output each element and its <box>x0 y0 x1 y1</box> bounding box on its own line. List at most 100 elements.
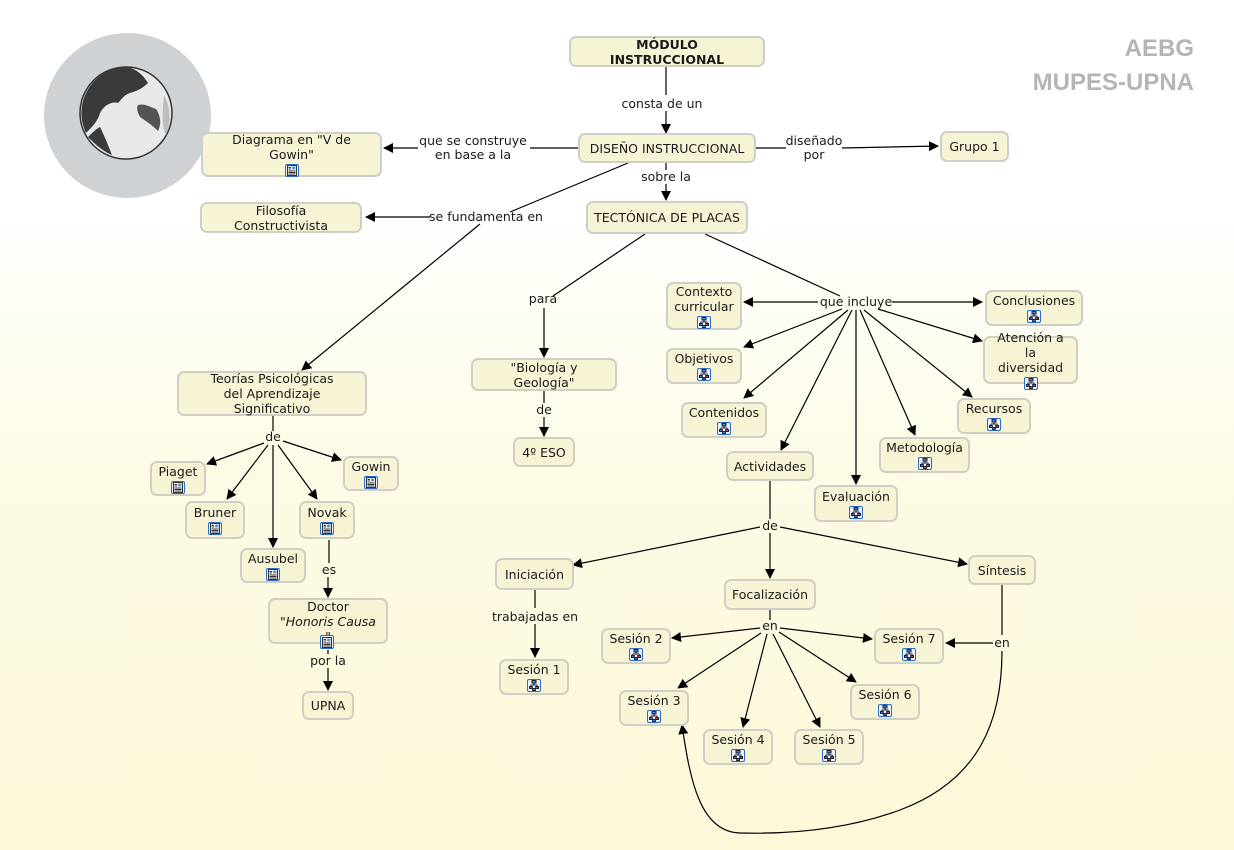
node-label: Contenidos <box>688 405 760 420</box>
node-label: DISEÑO INSTRUCCIONAL <box>589 140 745 156</box>
concept-map-icon[interactable] <box>697 315 711 329</box>
concept-map-icon[interactable] <box>902 648 916 661</box>
node-contexto-curricular[interactable]: Contexto curricular <box>666 282 742 330</box>
node-label-line2: la diversidad <box>997 345 1064 375</box>
node-diagrama-v-gowin[interactable]: Diagrama en "V de Gowin" <box>201 132 382 177</box>
node-novak[interactable]: Novak <box>299 501 355 539</box>
node-tectonica-de-placas[interactable]: TECTÓNICA DE PLACAS <box>586 201 748 234</box>
node-piaget[interactable]: Piaget <box>150 461 206 496</box>
node-label: Sesión 4 <box>711 732 765 747</box>
concept-map-icon[interactable] <box>1027 310 1041 323</box>
link-label-en-focalizacion: en <box>762 618 778 633</box>
node-filosofia-constructivista[interactable]: Filosofía Constructivista <box>200 202 362 233</box>
node-modulo-instruccional[interactable]: MÓDULO INSTRUCCIONAL <box>569 36 765 67</box>
node-label: Focalización <box>732 587 809 602</box>
link-label-consta-de-un: consta de un <box>621 96 703 111</box>
globe-icon <box>79 66 173 160</box>
link-label-por-la: por la <box>310 653 346 668</box>
node-sesion-1[interactable]: Sesión 1 <box>499 659 569 695</box>
node-focalizacion[interactable]: Focalización <box>724 579 816 610</box>
node-diseno-instruccional[interactable]: DISEÑO INSTRUCCIONAL <box>578 133 756 163</box>
node-gowin[interactable]: Gowin <box>343 456 399 491</box>
node-label: Novak <box>307 505 347 520</box>
node-sesion-6[interactable]: Sesión 6 <box>850 684 920 720</box>
link-fundamenta-teorias <box>301 223 481 371</box>
link-en-sesion7 <box>779 627 873 643</box>
link-label-de-teorias: de <box>265 429 281 444</box>
node-4-eso[interactable]: 4º ESO <box>513 437 575 467</box>
node-recursos[interactable]: Recursos <box>957 398 1031 434</box>
node-sesion-5[interactable]: Sesión 5 <box>794 729 864 765</box>
link-incluye-actividades <box>780 309 853 451</box>
node-iniciacion[interactable]: Iniciación <box>495 558 574 590</box>
link-de-sintesis <box>779 526 968 568</box>
link-label-para: para <box>528 291 558 306</box>
node-label: 4º ESO <box>522 444 566 460</box>
concept-map-icon[interactable] <box>647 710 661 723</box>
node-label: Bruner <box>193 505 237 520</box>
concept-map-icon[interactable] <box>822 749 836 762</box>
node-conclusiones[interactable]: Conclusiones <box>985 290 1083 326</box>
concept-map-icon[interactable] <box>629 648 643 661</box>
node-bruner[interactable]: Bruner <box>185 501 245 539</box>
link-en-sesion6 <box>778 631 857 683</box>
concept-map-icon[interactable] <box>987 418 1001 431</box>
node-metodologia[interactable]: Metodología <box>879 437 970 473</box>
link-label-line2: en base a la <box>434 147 512 162</box>
link-label-que-incluye: que incluye <box>819 294 893 309</box>
node-atencion-a-la-diversidad[interactable]: Atención a la diversidad <box>983 330 1078 390</box>
node-objetivos[interactable]: Objetivos <box>666 348 742 384</box>
node-upna[interactable]: UPNA <box>302 691 354 720</box>
node-sesion-2[interactable]: Sesión 2 <box>601 628 671 664</box>
link-de-novak <box>277 444 318 500</box>
node-contenidos[interactable]: Contenidos <box>681 402 767 438</box>
document-image-icon[interactable] <box>364 475 378 489</box>
node-label: Sesión 1 <box>507 662 561 677</box>
node-sesion-4[interactable]: Sesión 4 <box>703 729 773 765</box>
node-sesion-3[interactable]: Sesión 3 <box>619 690 689 726</box>
node-sintesis[interactable]: Síntesis <box>968 555 1036 585</box>
document-image-icon[interactable] <box>208 522 222 535</box>
node-label: Filosofía Constructivista <box>234 202 328 233</box>
document-image-icon[interactable] <box>320 522 334 535</box>
watermark-mupes-upna: MUPES-UPNA <box>1032 69 1194 96</box>
node-label: Ausubel <box>248 550 299 566</box>
link-label-es: es <box>321 562 337 577</box>
node-biologia-y-geologia[interactable]: "Biología y Geología" <box>471 358 617 391</box>
link-label-en-sintesis: en <box>994 635 1010 650</box>
link-de-piaget <box>206 442 265 466</box>
link-label-disenado-por: diseñado por <box>786 134 843 162</box>
document-image-icon[interactable] <box>266 567 280 581</box>
link-label-trabajadas-en: trabajadas en <box>491 609 579 624</box>
node-sesion-7[interactable]: Sesión 7 <box>874 628 944 664</box>
document-image-icon[interactable] <box>284 164 299 177</box>
link-label-line1: diseñado <box>785 133 843 148</box>
link-en-sesion3 <box>677 632 762 689</box>
concept-map-icon[interactable] <box>849 505 863 519</box>
link-label-se-fundamenta-en: se fundamenta en <box>429 209 543 224</box>
node-evaluacion[interactable]: Evaluación <box>814 485 898 522</box>
document-image-icon[interactable] <box>171 480 185 494</box>
document-image-icon[interactable] <box>320 635 334 649</box>
link-incluye-metodologia <box>859 309 916 436</box>
node-label: Sesión 5 <box>802 732 856 747</box>
link-incluye-contenidos <box>743 309 849 399</box>
concept-map-icon[interactable] <box>878 704 892 717</box>
concept-map-icon[interactable] <box>527 679 541 692</box>
link-tectonica-para <box>552 233 646 297</box>
link-tectonica-incluye <box>704 233 841 297</box>
node-teorias-psicologicas[interactable]: Teorías Psicológicas del Aprendizaje Sig… <box>177 371 367 416</box>
concept-map-icon[interactable] <box>731 749 745 762</box>
node-label: Sesión 2 <box>609 631 663 646</box>
concept-map-icon[interactable] <box>717 422 731 435</box>
node-label: Conclusiones <box>992 293 1076 308</box>
concept-map-icon[interactable] <box>1023 377 1038 390</box>
link-label-que-se-construye: que se construye en base a la <box>419 134 527 162</box>
node-grupo-1[interactable]: Grupo 1 <box>940 131 1009 162</box>
link-en-sesion5 <box>772 633 821 728</box>
concept-map-icon[interactable] <box>697 368 711 381</box>
node-actividades[interactable]: Actividades <box>726 451 814 481</box>
concept-map-icon[interactable] <box>917 457 932 470</box>
node-ausubel[interactable]: Ausubel <box>240 548 306 583</box>
